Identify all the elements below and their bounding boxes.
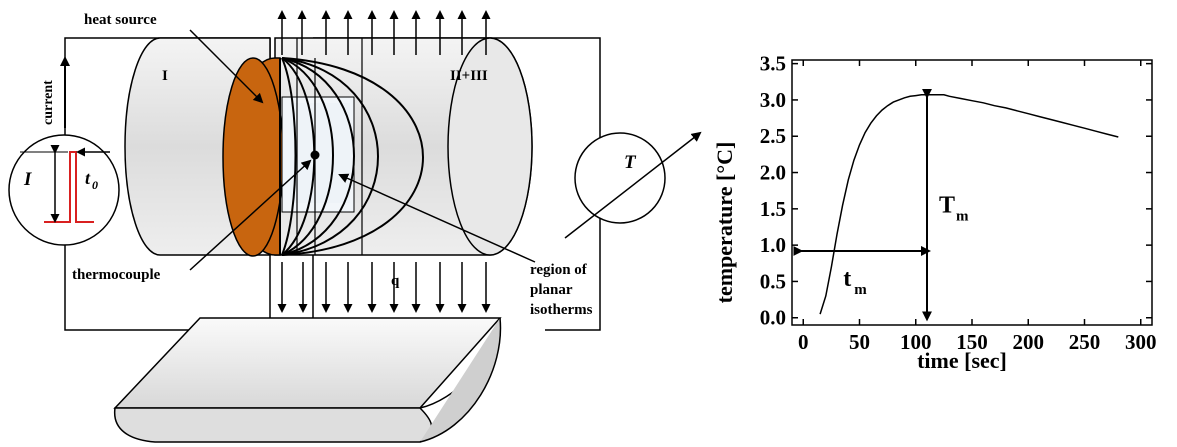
x-tick-label: 150 (956, 330, 988, 354)
x-tick-label: 50 (849, 330, 870, 354)
y-tick-label: 3.5 (760, 52, 786, 76)
meter-label: T (624, 152, 637, 173)
region-label-line2: planar (530, 282, 573, 298)
y-tick-label: 1.5 (760, 197, 786, 221)
pulse-width-sub: 0 (92, 178, 98, 192)
x-ticks: 0 50 100 150 200 250 300 (798, 60, 1157, 354)
T-m-label: T (939, 192, 955, 218)
t-m-sub: m (854, 282, 867, 298)
x-tick-label: 0 (798, 330, 809, 354)
thermocouple-junction (310, 150, 320, 160)
x-tick-label: 100 (900, 330, 932, 354)
apparatus-diagram: current I t 0 I II+III (8, 10, 702, 443)
thermocouple-label: thermocouple (72, 267, 161, 283)
y-tick-label: 0.0 (760, 306, 786, 330)
y-axis-label: temperature [°C] (712, 142, 737, 304)
x-tick-label: 300 (1125, 330, 1157, 354)
pulse-width-label: t (85, 168, 91, 188)
y-tick-label: 2.0 (760, 161, 786, 185)
heat-sink-trough (113, 317, 502, 443)
temperature-chart: 0.0 0.5 1.0 1.5 2.0 2.5 3.0 3.5 0 50 100 150 200 250… (712, 52, 1157, 373)
meter-needle (564, 131, 702, 239)
x-axis-label: time [sec] (917, 348, 1007, 373)
current-label: current (41, 80, 56, 125)
heat-flux-label: q (391, 273, 400, 289)
section-II-III-label: II+III (450, 68, 488, 84)
temperature-meter (574, 132, 666, 224)
heater-face (222, 57, 284, 257)
t-m-label: t (843, 266, 851, 292)
y-tick-label: 0.5 (760, 269, 786, 293)
y-tick-label: 3.0 (760, 88, 786, 112)
y-tick-label: 2.5 (760, 124, 786, 148)
heat-source-pointer (189, 29, 264, 104)
region-pointer (338, 173, 536, 263)
heat-source-label: heat source (84, 12, 157, 28)
T-m-sub: m (956, 208, 969, 224)
x-tick-label: 200 (1013, 330, 1045, 354)
pulse-generator: I t 0 (8, 134, 120, 246)
region-label-line3: isotherms (530, 302, 593, 318)
heat-flow-arrows-bottom (277, 262, 491, 313)
pulse-amplitude-label: I (23, 169, 32, 190)
section-I-label: I (162, 68, 168, 84)
heat-flow-arrows-top (277, 10, 491, 55)
y-tick-label: 1.0 (760, 233, 786, 257)
y-ticks: 0.0 0.5 1.0 1.5 2.0 2.5 3.0 3.5 (760, 52, 1152, 330)
x-tick-label: 250 (1069, 330, 1101, 354)
isotherm-curves (281, 57, 424, 256)
region-label-line1: region of (530, 262, 588, 278)
thermocouple-pointer (189, 159, 312, 271)
